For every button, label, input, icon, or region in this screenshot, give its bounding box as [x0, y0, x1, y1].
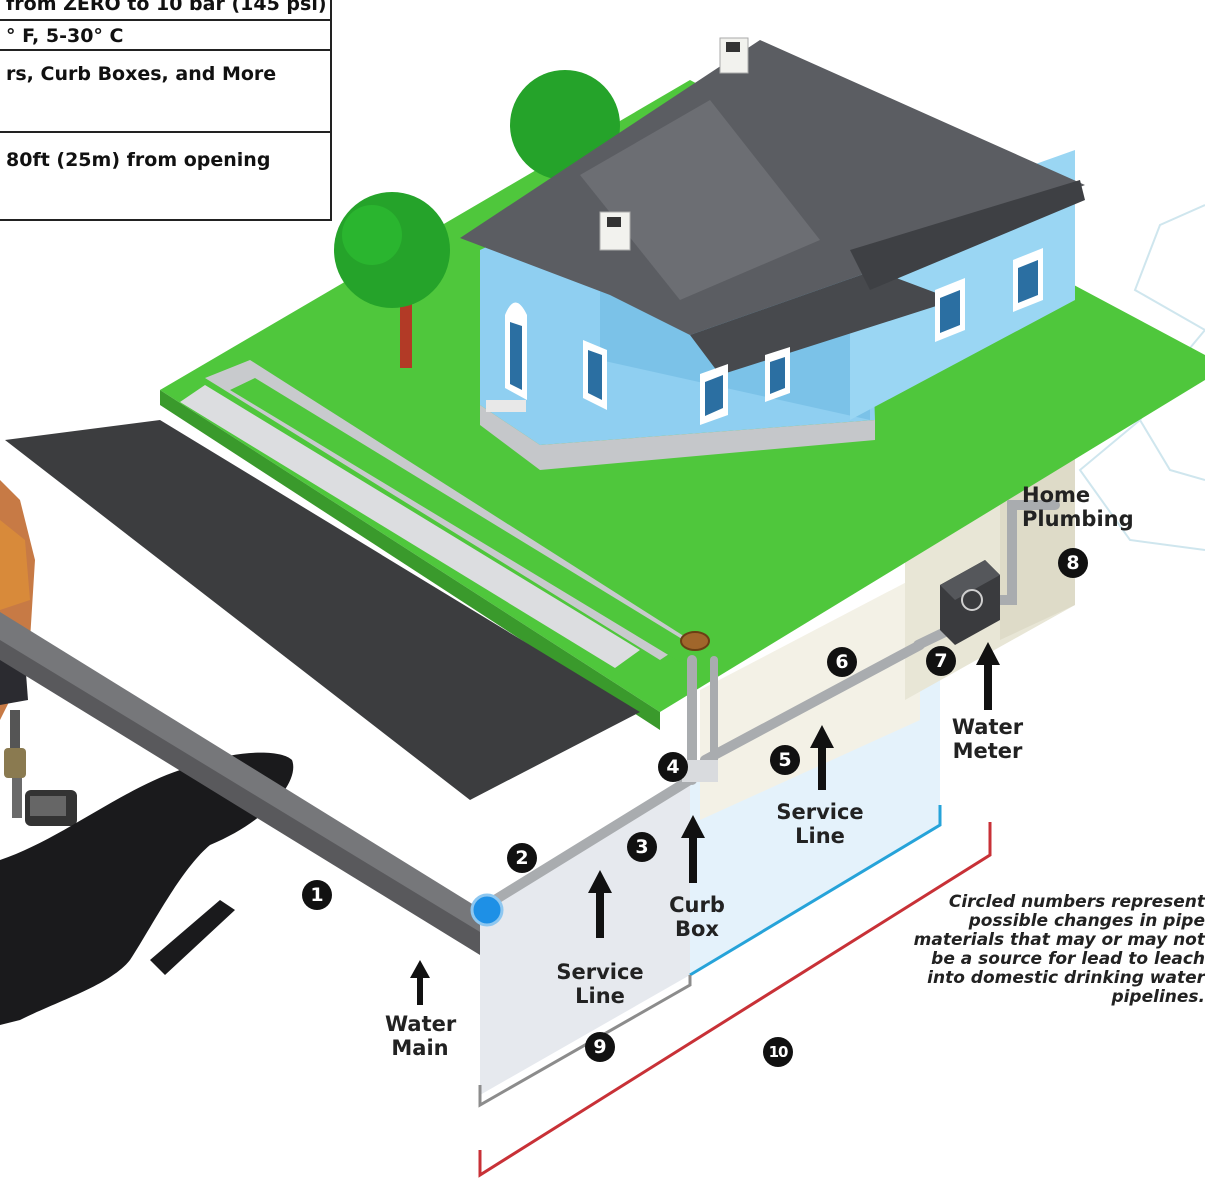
marker-7: 7 — [926, 646, 956, 676]
curb-box-lid — [681, 632, 709, 650]
marker-3: 3 — [627, 832, 657, 862]
footnote: Circled numbers represent possible chang… — [905, 893, 1205, 1007]
shadow-probe — [150, 900, 235, 975]
spec-row-temperature: ° F, 5-30° C — [0, 21, 330, 51]
marker-9: 9 — [585, 1032, 615, 1062]
marker-2: 2 — [507, 843, 537, 873]
marker-1: 1 — [302, 880, 332, 910]
marker-4: 4 — [658, 752, 688, 782]
marker-6: 6 — [827, 647, 857, 677]
spec-row-applications: rs, Curb Boxes, and More — [0, 51, 330, 133]
water-main-end — [472, 895, 502, 925]
spec-row-pressure: from ZERO to 10 bar (145 psi) — [0, 0, 330, 21]
marker-10: 10 — [763, 1037, 793, 1067]
spec-row-range: 80ft (25m) from opening — [0, 133, 330, 219]
marker-5: 5 — [770, 745, 800, 775]
spec-table: from ZERO to 10 bar (145 psi) ° F, 5-30°… — [0, 0, 332, 221]
marker-8: 8 — [1058, 548, 1088, 578]
